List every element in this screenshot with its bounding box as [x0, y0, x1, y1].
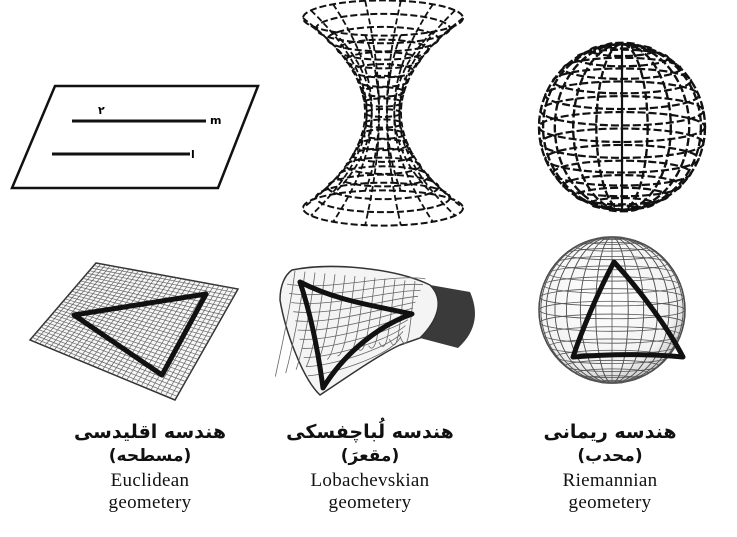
riemannian-sphere-triangle	[539, 237, 685, 384]
plane-outline	[12, 86, 258, 188]
hyperboloid-ring	[303, 190, 463, 225]
caption-en-title: Riemannian	[500, 470, 720, 491]
euclidean-grid-triangle	[30, 263, 238, 400]
sphere-wireframe	[539, 43, 705, 212]
caption-en-title: Euclidean	[40, 470, 260, 491]
caption-fa: هندسه اقلیدسی	[40, 422, 260, 443]
caption-fa-sub: (محدب)	[500, 447, 720, 466]
label-2: ۲	[98, 104, 105, 117]
hyperboloid-ring	[327, 175, 438, 199]
label-l: l	[191, 148, 195, 161]
hyperboloid-wireframe	[303, 0, 463, 225]
caption-en-title: Lobachevskian	[260, 470, 480, 491]
hyperboloid-ring	[303, 0, 463, 35]
hyperboloid-ring	[364, 98, 402, 106]
caption-fa-sub: (مقعرَ)	[260, 447, 480, 466]
caption-riemannian: هندسه ریمانی (محدب) Riemannian geometery	[500, 422, 720, 513]
caption-en-subtitle: geometery	[260, 492, 480, 513]
caption-lobachevskian: هندسه لُباچفسکی (مقعرَ) Lobachevskian ge…	[260, 422, 480, 513]
label-m: m	[210, 114, 221, 127]
caption-en-subtitle: geometery	[40, 492, 260, 513]
caption-fa: هندسه لُباچفسکی	[260, 422, 480, 443]
saddle-surface-triangle	[275, 266, 475, 395]
euclidean-plane-parallel-lines: ۲ m l	[12, 86, 258, 188]
caption-en-subtitle: geometery	[500, 492, 720, 513]
caption-euclidean: هندسه اقلیدسی (مسطحه) Euclidean geometer…	[40, 422, 260, 513]
caption-fa: هندسه ریمانی	[500, 422, 720, 443]
caption-fa-sub: (مسطحه)	[40, 447, 260, 466]
hyperboloid-ring	[365, 109, 401, 117]
